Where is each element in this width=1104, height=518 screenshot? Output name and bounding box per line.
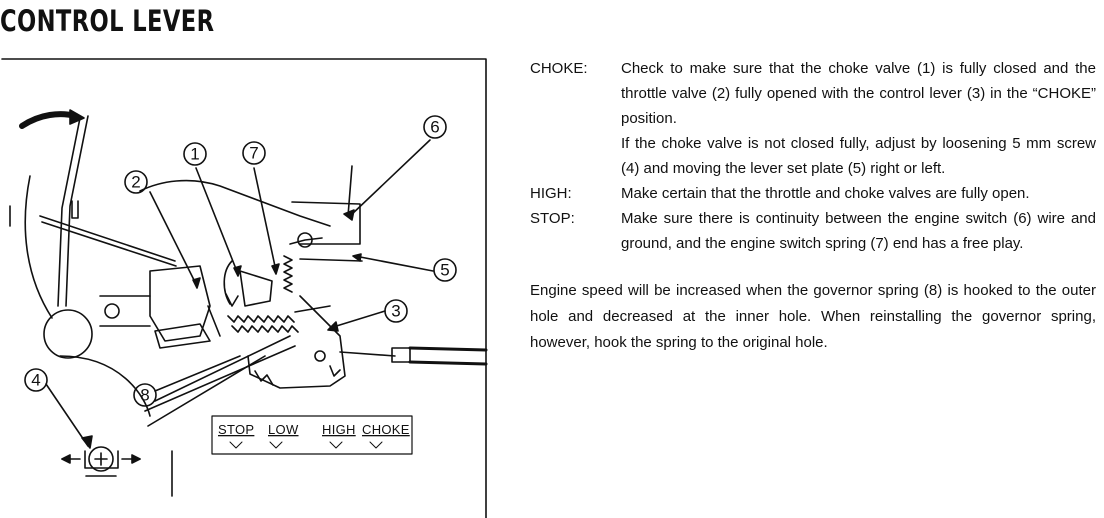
control-rod <box>39 215 176 262</box>
callout-6: 6 <box>430 118 439 137</box>
instructions-text: CHOKE: Check to make sure that the choke… <box>530 56 1096 356</box>
choke-line-2: If the choke valve is not closed fully, … <box>621 135 1096 177</box>
engine-switch-spring <box>283 255 293 293</box>
callout-3: 3 <box>391 302 400 321</box>
screw <box>88 446 114 472</box>
control-plate <box>247 295 346 389</box>
panel-choke: CHOKE <box>362 422 410 437</box>
instruction-stop: STOP: Make sure there is continuity betw… <box>530 206 1096 256</box>
term-stop: STOP: <box>530 210 575 227</box>
throttle-lever <box>65 115 89 307</box>
engine-outline <box>24 175 53 319</box>
term-choke: CHOKE: <box>530 60 588 77</box>
figure-frame <box>1 58 487 518</box>
selector-panel <box>211 415 413 455</box>
movement-arrow <box>19 111 79 129</box>
high-line-1: Make certain that the throttle and choke… <box>621 185 1030 202</box>
governor-spring <box>227 315 295 323</box>
instruction-choke: CHOKE: Check to make sure that the choke… <box>530 56 1096 181</box>
panel-high: HIGH <box>322 422 356 437</box>
stop-line-1: Make sure there is continuity between th… <box>621 210 1096 252</box>
callout-1: 1 <box>190 145 199 164</box>
callout-5: 5 <box>440 261 449 280</box>
control-lever-diagram: 1 2 7 6 5 3 4 8 STOP LOW HIGH CHOKE <box>0 56 490 518</box>
lever-knob <box>43 309 93 359</box>
term-high: HIGH: <box>530 185 572 202</box>
governor-paragraph: Engine speed will be increased when the … <box>530 282 1096 351</box>
instruction-high: HIGH: Make certain that the throttle and… <box>530 181 1096 206</box>
callout-2: 2 <box>131 173 140 192</box>
housing <box>139 179 331 227</box>
choke-line-1: Check to make sure that the choke valve … <box>621 60 1096 127</box>
choke-linkage <box>239 270 273 307</box>
panel-stop: STOP <box>218 422 254 437</box>
callout-7: 7 <box>249 144 258 163</box>
callout-4: 4 <box>31 371 40 390</box>
callout-8: 8 <box>140 386 149 405</box>
page-title: CONTROL LEVER <box>0 4 215 38</box>
carburetor <box>149 265 211 342</box>
panel-low: LOW <box>268 422 299 437</box>
